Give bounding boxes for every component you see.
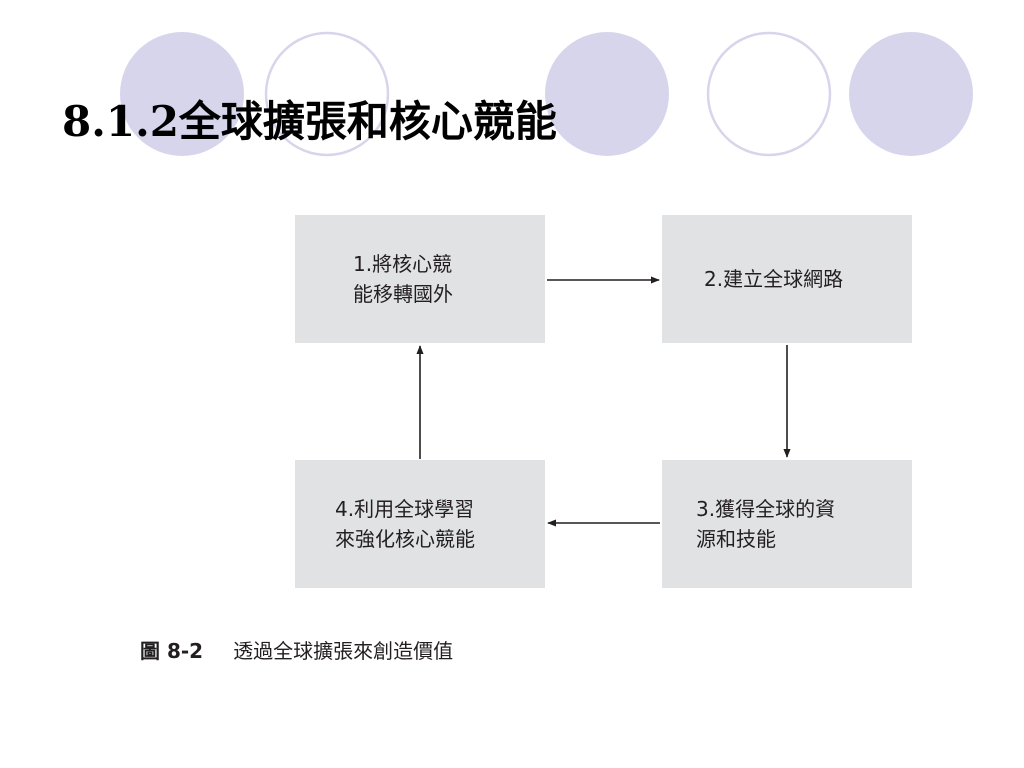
node-label: 4.利用全球學習 來強化核心競能 [335, 497, 475, 551]
node-build-global-network: 2.建立全球網路 [662, 215, 912, 343]
filled-circle-3 [849, 32, 973, 156]
outline-circle-1 [264, 31, 390, 157]
filled-circle-1 [120, 32, 244, 156]
filled-circle-2 [545, 32, 669, 156]
figure-caption: 圖 8-2 透過全球擴張來創造價值 [140, 635, 453, 664]
figure-number: 圖 8-2 [140, 639, 204, 663]
node-label: 3.獲得全球的資 源和技能 [696, 497, 836, 551]
node-label: 2.建立全球網路 [704, 267, 844, 291]
decorative-circles [120, 31, 973, 157]
slide-title: 8.1.2全球擴張和核心競能 [62, 97, 557, 146]
figure-caption-text: 透過全球擴張來創造價值 [233, 639, 454, 663]
node-transfer-core-competence: 1.將核心競 能移轉國外 [295, 215, 545, 343]
node-label: 1.將核心競 能移轉國外 [353, 252, 453, 306]
outline-circle-2 [706, 31, 832, 157]
node-acquire-global-resources: 3.獲得全球的資 源和技能 [662, 460, 912, 588]
node-global-learning: 4.利用全球學習 來強化核心競能 [295, 460, 545, 588]
